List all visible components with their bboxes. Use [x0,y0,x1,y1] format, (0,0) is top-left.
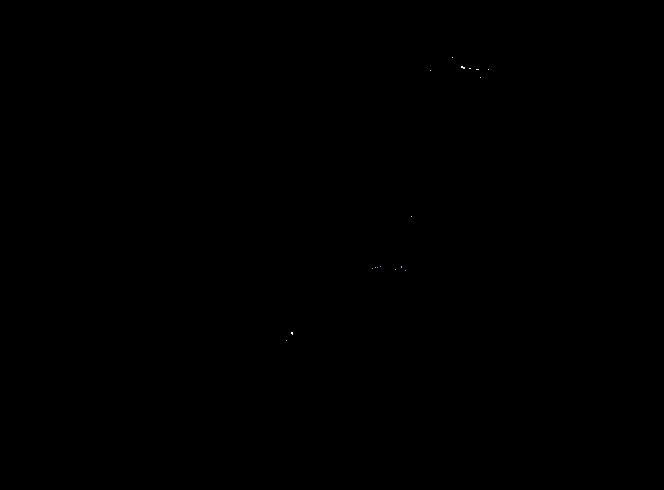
star-dot-upper-right-cluster [476,69,479,70]
star-dot-upper-right-cluster [463,67,465,69]
star-dot-center-faint-cluster [395,269,396,270]
star-dot-upper-right-cluster [452,57,453,58]
star-dot-center-faint-cluster [372,268,373,269]
star-dot-upper-right-cluster [480,77,481,78]
star-dot-center-faint-cluster [405,270,406,271]
star-dot-upper-right-cluster [488,69,489,70]
star-dot-lower-left-pair [291,332,293,334]
star-dot-lower-left-pair [292,334,293,335]
star-dot-center-faint-cluster [401,266,402,268]
star-dot-upper-right-cluster [461,66,463,68]
star-dot-center-faint-cluster [380,266,381,267]
star-dot-upper-right-cluster [430,70,431,71]
star-dot-center-faint-cluster [377,267,378,268]
star-dot-center-faint-cluster [375,267,376,268]
star-dot-lower-left-pair [286,340,287,341]
star-dot-lone-middle-star [411,216,412,217]
star-dot-upper-right-cluster [469,68,471,69]
